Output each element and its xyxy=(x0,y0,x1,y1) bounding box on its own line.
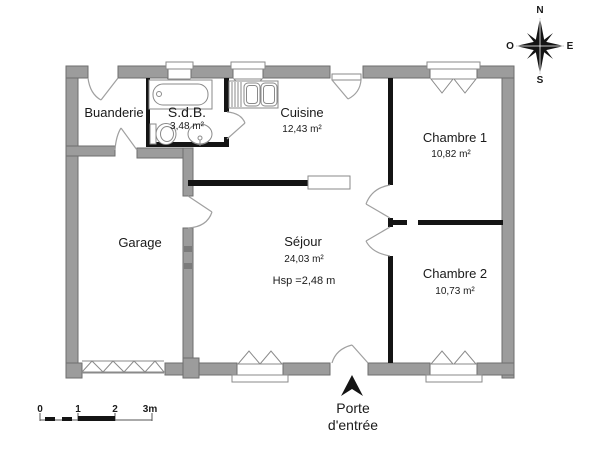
wall-garage-right-upper xyxy=(182,147,194,197)
scale-tick-2: 2 xyxy=(112,404,118,415)
compass-north-label: N xyxy=(536,5,543,16)
room-label-sdb: S.d.B. xyxy=(168,104,206,120)
wall-bottom-seg xyxy=(164,362,238,376)
wall-sdb-bottom xyxy=(146,142,228,147)
wall-bottom-seg xyxy=(367,362,431,376)
radiator xyxy=(307,175,351,190)
door-chambre1 xyxy=(365,184,391,219)
room-ceiling-height-sejour: Hsp =2,48 m xyxy=(273,275,336,287)
doors xyxy=(87,73,391,364)
wall-chambre-divider-b xyxy=(418,220,503,225)
door-buanderie-garage xyxy=(114,127,138,151)
wall-sdb-left xyxy=(146,78,150,142)
door-sdb xyxy=(226,111,246,140)
toilet-icon xyxy=(149,123,177,145)
wall-top-seg xyxy=(117,65,169,79)
room-area-sdb: 3,48 m² xyxy=(170,121,205,132)
wall-left xyxy=(65,65,79,379)
wall-buanderie-bottom xyxy=(65,145,116,157)
door-cuisine-top xyxy=(331,73,362,100)
scale-dash xyxy=(62,417,72,421)
wall-top-seg xyxy=(262,65,331,79)
scale-bar: 0 1 2 3m xyxy=(37,404,157,421)
wall-cuisine-sejour xyxy=(188,180,308,186)
wall-sdb-right-top xyxy=(224,78,229,112)
wall-mark xyxy=(184,246,192,252)
room-label-sejour: Séjour xyxy=(284,234,322,249)
room-area-chambre2: 10,73 m² xyxy=(435,286,475,297)
wall-sejour-chambre1 xyxy=(388,78,393,185)
entrance-marker: Porte d'entrée xyxy=(328,375,378,433)
compass-rose-icon: N E S O xyxy=(506,5,574,86)
door-garage-sejour xyxy=(187,195,213,229)
scale-tick-1: 1 xyxy=(75,404,81,415)
compass-south-label: S xyxy=(537,75,544,86)
outer-walls xyxy=(65,65,515,379)
entrance-arrow-icon xyxy=(341,375,363,396)
washbasin-icon xyxy=(187,123,213,146)
scale-tick-3: 3m xyxy=(143,404,158,415)
scale-dash xyxy=(45,417,55,421)
entrance-label-line1: Porte xyxy=(336,400,370,416)
garage-door-icon xyxy=(80,360,166,374)
wall-top-seg xyxy=(362,65,431,79)
room-area-sejour: 24,03 m² xyxy=(284,254,324,265)
wall-mark xyxy=(184,263,192,269)
door-chambre2 xyxy=(365,226,391,257)
room-label-chambre2: Chambre 2 xyxy=(423,266,487,281)
room-label-buanderie: Buanderie xyxy=(84,105,143,120)
entrance-label-line2: d'entrée xyxy=(328,417,378,433)
room-area-cuisine: 12,43 m² xyxy=(282,124,322,135)
fixtures xyxy=(148,79,351,190)
compass-west-label: O xyxy=(506,41,514,52)
bathtub-icon xyxy=(148,79,213,110)
compass-east-label: E xyxy=(567,41,574,52)
wall-bottom-seg xyxy=(65,362,83,379)
scale-solid-segment xyxy=(78,416,115,421)
wall-stub-hall xyxy=(388,218,393,227)
wall-sejour-chambre2 xyxy=(388,256,393,363)
windows xyxy=(165,61,483,383)
wall-chambre-divider-a xyxy=(393,220,407,225)
window-chambre2 xyxy=(425,350,483,383)
room-label-chambre1: Chambre 1 xyxy=(423,130,487,145)
partition-walls xyxy=(146,78,503,363)
wall-garage-corner xyxy=(182,357,200,379)
wall-bottom-seg xyxy=(476,362,515,376)
room-label-garage: Garage xyxy=(118,235,161,250)
wall-right xyxy=(501,65,515,379)
interior-gray-walls xyxy=(65,145,200,379)
wall-top-seg xyxy=(476,65,515,79)
door-entrance xyxy=(331,344,369,364)
window-sejour xyxy=(231,350,289,383)
door-buanderie-top xyxy=(87,77,119,101)
room-labels: Buanderie S.d.B. 3,48 m² Cuisine 12,43 m… xyxy=(84,104,487,297)
wall-top-seg xyxy=(65,65,89,79)
room-label-cuisine: Cuisine xyxy=(280,105,323,120)
kitchen-sink-icon xyxy=(228,80,279,109)
room-area-chambre1: 10,82 m² xyxy=(431,149,471,160)
wall-sdb-right-jamb xyxy=(224,137,229,147)
window-chambre1 xyxy=(426,61,481,94)
wall-top-seg xyxy=(190,65,234,79)
scale-tick-0: 0 xyxy=(37,404,43,415)
wall-bottom-seg xyxy=(282,362,331,376)
